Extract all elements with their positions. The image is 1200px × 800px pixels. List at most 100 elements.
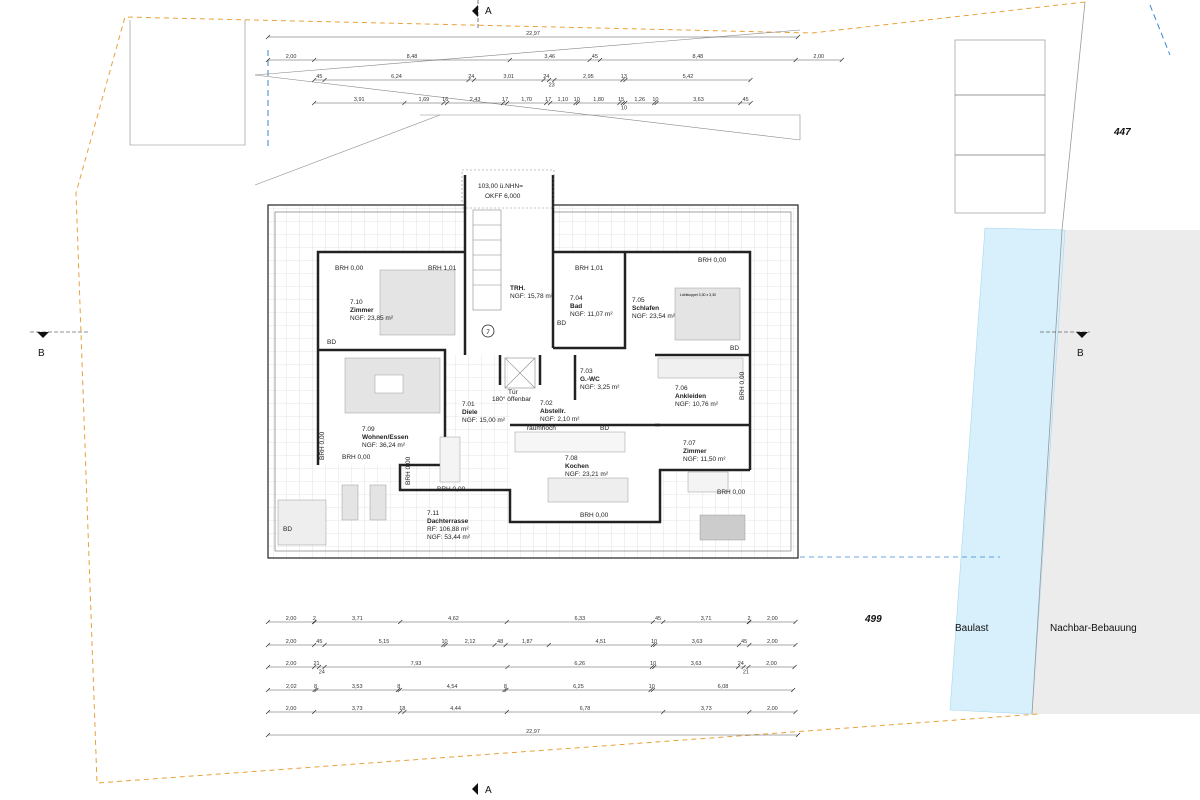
svg-text:NGF: 53,44 m²: NGF: 53,44 m² [427, 534, 471, 541]
svg-text:7.08: 7.08 [565, 455, 578, 462]
raumhoch-note: raumhoch [527, 425, 556, 432]
dimension-tick [746, 664, 751, 670]
dimension-tick [322, 664, 327, 670]
dimension-tick [441, 642, 446, 648]
dimension-tick [466, 77, 471, 83]
dim-bottom-value: 2,00 [767, 616, 778, 622]
plot-number-499: 499 [864, 614, 882, 625]
dim-bottom-value: 4,44 [450, 706, 461, 712]
dimension-tick [652, 642, 658, 648]
dimension-tick [790, 687, 796, 693]
dimension-tick [265, 34, 271, 40]
dimension-tick [795, 34, 801, 40]
svg-text:Kochen: Kochen [565, 463, 589, 470]
dim-top-value: 8,48 [693, 54, 704, 60]
dimension-tick [503, 642, 508, 648]
svg-text:Abstellr.: Abstellr. [540, 408, 566, 415]
section-b-left: B [38, 348, 45, 359]
svg-text:NGF: 11,50 m²: NGF: 11,50 m² [683, 456, 726, 463]
dimension-tick [502, 687, 507, 693]
dimension-tick [661, 619, 666, 625]
svg-text:NGF: 10,76 m²: NGF: 10,76 m² [675, 401, 719, 408]
dimension-tick [573, 100, 578, 106]
dimension-tick [322, 77, 327, 83]
garage-outline [129, 20, 801, 186]
dim-bottom-value: 24 [319, 670, 325, 676]
dimension-tick [265, 664, 271, 670]
dimension-tick [311, 709, 317, 715]
dimension-tick [617, 100, 622, 106]
dim-bottom-value: 3,73 [701, 706, 712, 712]
dim-top-value: 1,69 [419, 97, 430, 103]
plot-boundary [75, 1, 1086, 784]
svg-text:NGF: 23,85 m²: NGF: 23,85 m² [350, 315, 394, 322]
skylight-note: Lichtkuppel 3,30 x 3,30 [680, 293, 716, 297]
dimension-tick [471, 77, 477, 83]
dimension-tick [444, 100, 450, 106]
dim-bottom-value: 4,54 [447, 684, 458, 690]
svg-text:NGF: 36,24 m²: NGF: 36,24 m² [362, 442, 406, 449]
dim-bottom-value: 21 [743, 670, 749, 676]
dimension-tick [265, 642, 271, 648]
dimension-tick [504, 619, 510, 625]
dim-top-value: 16 [442, 97, 448, 103]
dimension-tick [265, 709, 271, 715]
svg-text:NGF: 23,21 m²: NGF: 23,21 m² [565, 471, 609, 478]
brh-label: BRH 0,00 [437, 486, 466, 493]
dimension-tick [793, 57, 798, 63]
parking-spaces [954, 39, 1046, 214]
dim-bottom-value: 24 [738, 661, 744, 667]
dim-bottom-value: 18 [399, 706, 405, 712]
dimension-tick [397, 709, 403, 715]
dimension-tick [265, 732, 271, 738]
svg-text:Zimmer: Zimmer [683, 448, 707, 455]
dim-bottom-value: 45 [655, 616, 661, 622]
svg-text:G.-WC: G.-WC [580, 376, 600, 383]
svg-text:7.06: 7.06 [675, 385, 688, 392]
dimension-tick [736, 642, 742, 648]
brh-label: BRH 0,00 [335, 265, 364, 272]
dim-top-value: 10 [574, 97, 580, 103]
dimension-tick [441, 100, 446, 106]
dim-bottom-value: 6,78 [580, 706, 591, 712]
dim-top-value: 10 [621, 106, 627, 112]
brh-label: BRH 0,00 [717, 489, 746, 496]
dim-bottom-value: 2 [748, 616, 751, 622]
dimension-tick [402, 100, 407, 106]
dim-top-value: 1,26 [634, 97, 645, 103]
svg-text:7.02: 7.02 [540, 400, 553, 407]
dimension-tick [650, 619, 656, 625]
svg-text:NGF: 11,07 m²: NGF: 11,07 m² [570, 311, 613, 318]
svg-text:Diele: Diele [462, 409, 478, 416]
dimension-tick [793, 709, 798, 715]
dimension-tick [748, 100, 753, 106]
dim-bottom-value: 3,53 [352, 684, 363, 690]
dimension-tick [552, 77, 557, 83]
dim-bottom-value: 2,00 [767, 706, 778, 712]
svg-text:NGF: 23,54 m²: NGF: 23,54 m² [632, 313, 676, 320]
dimension-tick [795, 732, 801, 738]
dim-bottom-value: 45 [741, 639, 747, 645]
dimension-tick [587, 57, 592, 63]
dimension-tick [504, 100, 510, 106]
dim-top-value: 3,63 [693, 97, 704, 103]
dim-top-value: 3,01 [503, 74, 514, 80]
dimension-tick [492, 642, 497, 648]
svg-text:NGF: 2,10 m²: NGF: 2,10 m² [540, 416, 580, 423]
baulast-label: Baulast [955, 623, 989, 634]
brh-label: BRH 1,01 [428, 265, 457, 272]
bd-note: BD [283, 526, 292, 533]
dim-bottom-value: 10 [441, 639, 447, 645]
dim-bottom-value: 2,00 [286, 616, 297, 622]
dimension-tick [443, 642, 448, 648]
dimension-tick [504, 709, 510, 715]
dim-bottom-value: 8 [314, 684, 317, 690]
dim-top-value: 8,48 [407, 54, 418, 60]
dimension-tick [597, 57, 603, 63]
dim-bottom-value: 8 [397, 684, 400, 690]
